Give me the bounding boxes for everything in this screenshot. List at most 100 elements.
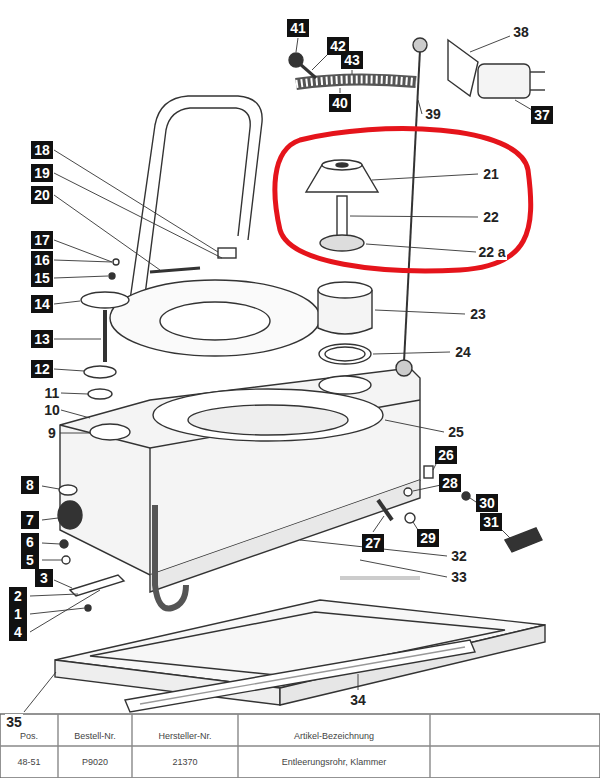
leader-line [413,485,441,491]
callout-number: 24 [454,344,472,360]
leader-line [54,276,108,278]
callout-number: 33 [450,569,468,585]
callout-text: 14 [34,295,50,313]
leader-line [418,100,422,114]
part-30 [462,492,470,500]
ring-24-inner [325,347,365,361]
callout-number: 1 [9,605,27,623]
pump-pin [530,89,545,90]
callout-text: 41 [290,19,306,37]
callout-number: 28 [439,474,461,492]
callout-number: 7 [21,511,39,529]
part-21-hole [336,163,348,167]
leader-line [54,580,72,588]
handle-31 [505,528,542,552]
callout-number: 21 [482,166,500,182]
callout-text: 12 [34,360,50,378]
leader-line [358,674,359,690]
callout-text: 29 [420,529,436,547]
table-rule [237,714,238,778]
table-cell: Artikel-Bezeichnung [293,731,375,742]
callout-number: 22 [482,209,500,225]
callout-number: 32 [450,548,468,564]
leader-line [360,560,447,577]
callout-text: 28 [442,474,458,492]
leader-line [61,393,88,394]
callout-text: 6 [24,533,36,551]
filler-ring-9 [90,424,130,440]
callout-text: 16 [34,251,50,269]
tray-rim [90,612,505,676]
toilet-lid [130,96,262,300]
callout-text: 20 [34,186,50,204]
callout-number: 19 [31,164,53,182]
leader-line [54,339,101,340]
parts-table [0,714,600,778]
callout-number: 27 [362,534,384,552]
callout-number: 25 [447,424,465,440]
callout-text: 30 [479,494,495,512]
seal-ring [319,376,371,394]
red-highlight-loop [275,129,531,271]
leader-lines [24,36,532,712]
callout-number: 8 [21,476,39,494]
part-22a [320,235,364,251]
leader-line [30,608,85,614]
part-28 [404,488,412,496]
rod-39 [404,50,420,362]
callout-number: 5 [21,551,39,569]
callout-number: 9 [47,425,57,441]
leader-line [373,516,384,532]
callout-text: 40 [332,94,348,112]
part-22 [337,196,347,236]
leader-line [54,195,160,270]
leader-line [385,420,444,432]
part-23-top [318,282,372,298]
screw-27 [378,500,392,520]
callout-text: 4 [12,623,24,641]
plate-3 [70,575,124,596]
screw-15 [109,273,115,279]
leader-line [54,369,84,371]
leader-line [433,464,436,470]
callout-text: 15 [34,269,50,287]
callout-number: 18 [31,141,53,159]
pump-37 [478,64,530,98]
callout-number: 10 [43,402,61,418]
cap-8 [59,485,77,495]
body-slot [340,576,420,580]
table-cell: Hersteller-Nr. [157,731,212,742]
callout-number: 38 [512,24,530,40]
ring-11 [88,389,112,399]
leader-line [470,36,510,52]
leader-line [30,590,100,632]
leader-line [30,594,78,596]
leader-line [373,352,450,354]
callout-text: 19 [34,164,50,182]
guide-rail-edge [140,647,465,704]
callout-number: 43 [341,51,363,69]
part-29 [405,513,415,523]
pump-housing-38 [448,40,478,96]
hose-43 [296,79,416,84]
table-rule [57,714,58,778]
callout-text: 26 [438,446,454,464]
callout-text: 8 [24,476,36,494]
screw-13 [103,310,107,362]
nozzle-42 [300,64,316,78]
leader-line [54,260,112,262]
callout-text: 37 [534,106,550,124]
callout-number: 34 [349,692,367,708]
callout-text: 43 [344,51,360,69]
table-rule [0,745,600,746]
cassette-tray-side [280,625,545,705]
leader-line [42,560,62,561]
leader-line [54,240,112,262]
callout-text: 17 [34,231,50,249]
toilet-seat [110,280,320,356]
callout-text: 5 [24,551,36,569]
callout-number: 4 [9,623,27,641]
leader-line [42,543,60,544]
callout-number: 17 [31,231,53,249]
